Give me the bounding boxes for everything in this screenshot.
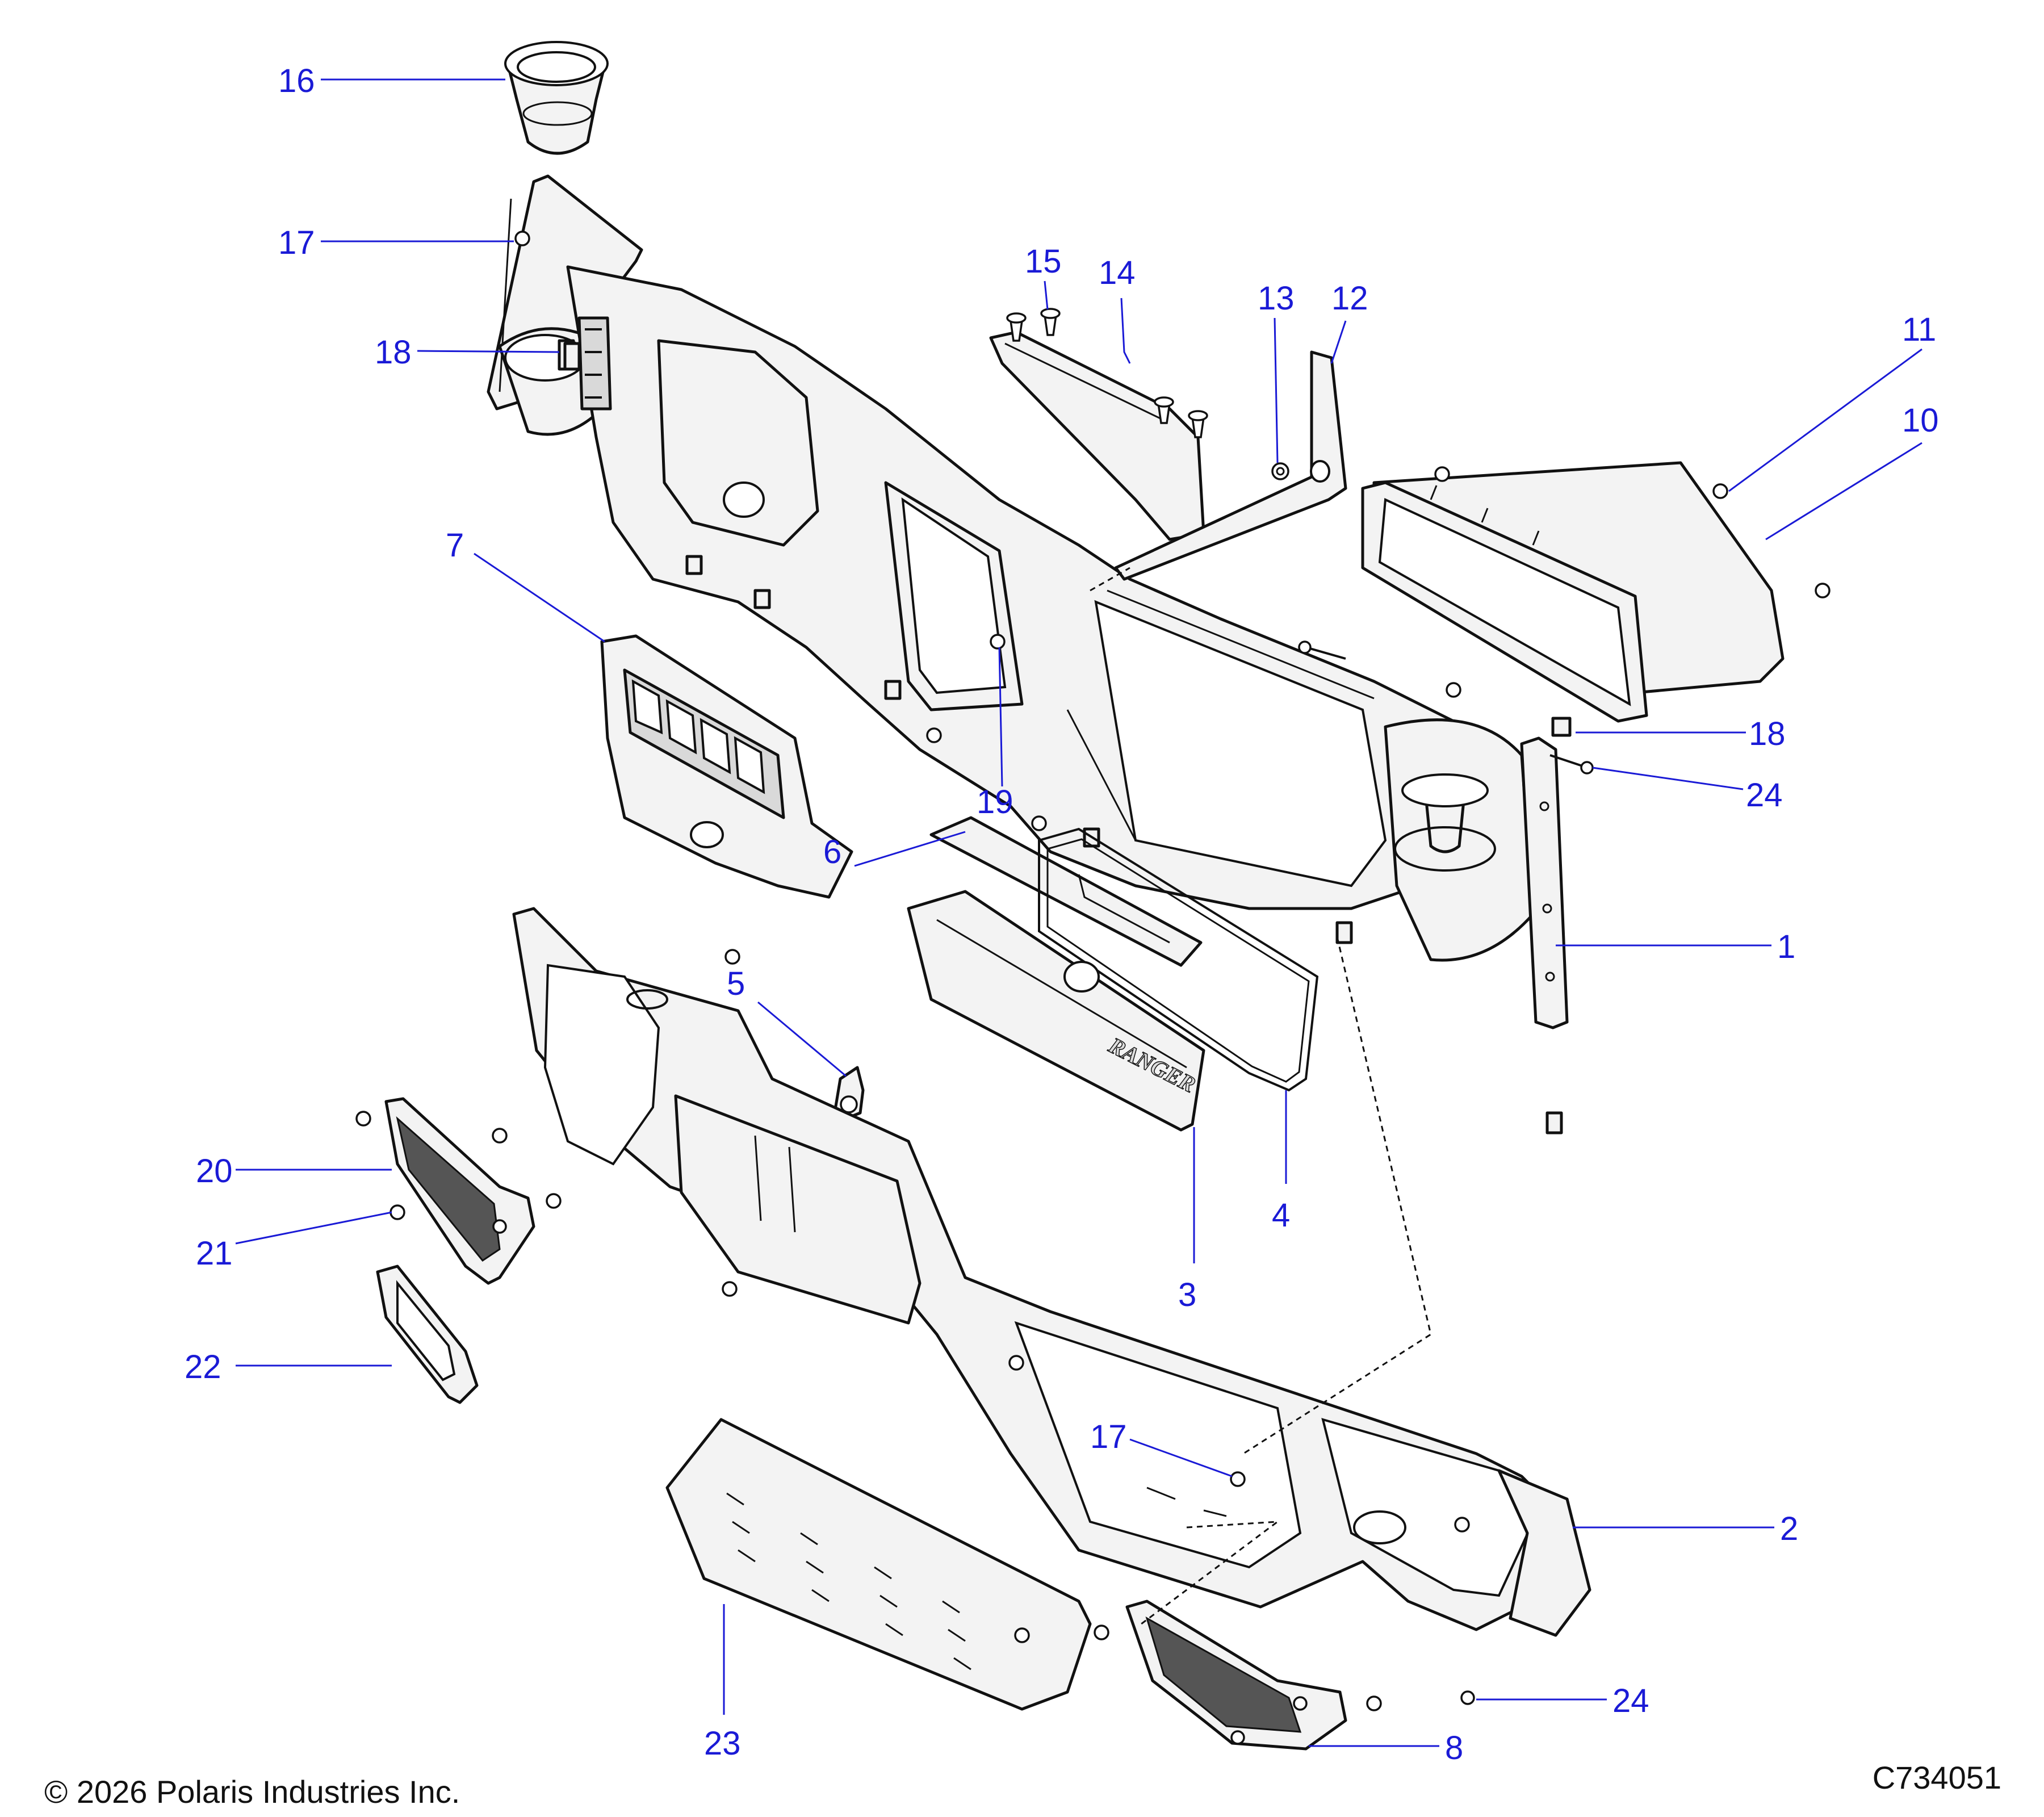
- callout-11: 11: [1902, 311, 1936, 348]
- part-13-nut: [1271, 462, 1289, 480]
- callout-16: 16: [278, 62, 315, 99]
- callout-12: 12: [1331, 280, 1368, 317]
- part-14-cover-plate: [989, 330, 1205, 541]
- copyright-notice: © 2026 Polaris Industries Inc.: [44, 1774, 460, 1810]
- callout-15: 15: [1025, 243, 1062, 280]
- part-19-screw: [990, 634, 1006, 650]
- part-17-screw-upper: [514, 231, 530, 246]
- drawing-number: C734051: [1873, 1760, 2001, 1795]
- callout-1: 1: [1777, 928, 1795, 965]
- part-15-push-pins: [1006, 308, 1208, 438]
- callout-22: 22: [185, 1349, 221, 1385]
- part-3-glove-box-door: RANGER: [907, 890, 1205, 1132]
- callout-24-lower: 24: [1612, 1682, 1649, 1719]
- callout-labels: 16 17 18 7 15 14 13 12 11 10 18 24 1 19 …: [185, 62, 1939, 1766]
- callout-23: 23: [704, 1725, 741, 1762]
- part-5-latch: [833, 1066, 865, 1120]
- part-20-left-vent: [384, 1097, 535, 1285]
- part-24-bolt-lower: [1460, 1690, 1475, 1705]
- part-1-upper-dash-frame: [487, 174, 1569, 1134]
- part-16-cup-holder: [504, 41, 609, 155]
- part-7-switch-panel: [600, 634, 853, 899]
- callout-10: 10: [1902, 402, 1939, 439]
- callout-13: 13: [1258, 280, 1295, 317]
- part-21-screw: [355, 1111, 562, 1220]
- assembly-dashed-lines: [1090, 567, 1432, 1625]
- part-22-bezel: [376, 1265, 479, 1404]
- callout-7: 7: [446, 527, 464, 564]
- callout-21: 21: [196, 1235, 233, 1272]
- part-17-screw-lower: [1230, 1471, 1246, 1487]
- callout-6: 6: [823, 834, 841, 870]
- callout-17-lower: 17: [1090, 1418, 1127, 1455]
- callout-2: 2: [1780, 1510, 1798, 1547]
- callout-18-right: 18: [1749, 715, 1786, 752]
- part-6-trim-strip: [929, 816, 1203, 967]
- misc-bolts: [722, 640, 1470, 1711]
- part-11-screws: [1434, 466, 1831, 598]
- part-18-clip-upper: [563, 342, 581, 371]
- callout-8: 8: [1445, 1730, 1463, 1766]
- part-4-gasket: [1038, 827, 1319, 1092]
- callout-17-upper: 17: [278, 224, 315, 261]
- callout-4: 4: [1272, 1197, 1290, 1234]
- callout-3: 3: [1178, 1276, 1196, 1313]
- callout-5: 5: [727, 965, 745, 1002]
- part-12-bracket: [1114, 350, 1347, 581]
- part-10-instrument-cluster: [1361, 461, 1785, 723]
- callout-19: 19: [977, 784, 1013, 820]
- callout-18-upper: 18: [375, 334, 412, 371]
- part-23-lower-vent-panel: [665, 1418, 1092, 1711]
- part-8-right-vent: [1125, 1600, 1347, 1751]
- callout-14: 14: [1099, 254, 1136, 291]
- callout-24-upper: 24: [1746, 777, 1783, 814]
- leader-lines: [235, 78, 1922, 1747]
- part-18-clip-right: [1551, 717, 1572, 737]
- part-2-lower-dash: [512, 907, 1591, 1637]
- callout-20: 20: [196, 1153, 233, 1190]
